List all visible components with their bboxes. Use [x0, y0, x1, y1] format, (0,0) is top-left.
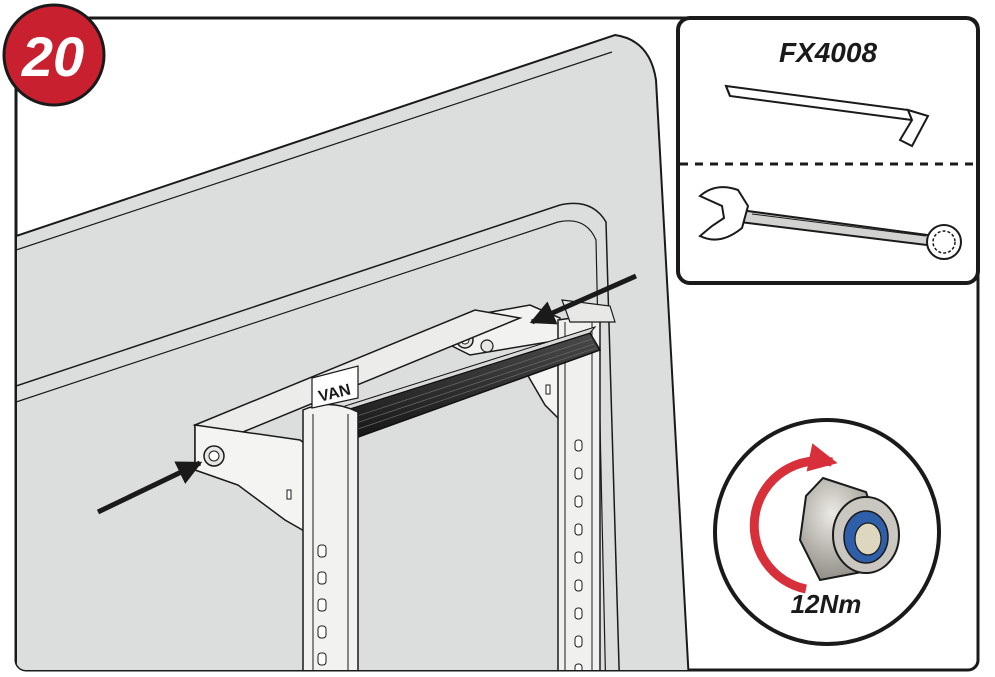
tools-panel: FX4008 — [676, 16, 980, 285]
left-ladder-upright: VAN — [302, 365, 359, 670]
tighten-direction-arrow — [749, 443, 838, 594]
nyloc-nut-icon — [798, 476, 900, 582]
torque-value: 12Nm — [791, 589, 862, 619]
right-fixing-bolt-arrow — [529, 273, 638, 325]
step-number-badge: 20 — [2, 3, 106, 107]
torque-callout: 12Nm — [713, 418, 941, 646]
combination-spanner-icon — [698, 186, 962, 260]
hex-key-icon — [724, 84, 930, 148]
left-fixing-bolt-arrow — [96, 460, 203, 515]
load-bar — [338, 326, 602, 441]
tool-kit-label: FX4008 — [779, 37, 877, 68]
step-number: 20 — [21, 25, 84, 88]
